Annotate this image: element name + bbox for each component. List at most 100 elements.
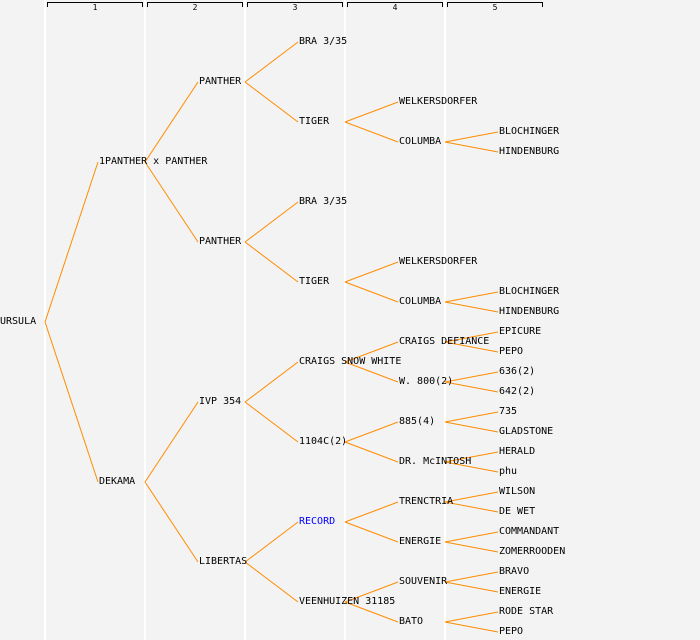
parent-link bbox=[344, 421, 399, 443]
ancestor-node[interactable]: 636(2) bbox=[499, 366, 536, 377]
ancestor-node[interactable]: BRA 3/35 bbox=[299, 36, 348, 47]
parent-link bbox=[244, 361, 299, 403]
ancestor-node[interactable]: HERALD bbox=[499, 446, 536, 457]
parent-link bbox=[444, 451, 499, 463]
column-divider bbox=[144, 0, 146, 640]
parent-link bbox=[344, 101, 399, 123]
ancestor-node[interactable]: 642(2) bbox=[499, 386, 536, 397]
parent-link bbox=[244, 201, 299, 243]
generation-bracket bbox=[47, 2, 143, 7]
parent-link bbox=[44, 321, 99, 483]
generation-header: 5 bbox=[492, 3, 498, 12]
generation-bracket bbox=[247, 2, 343, 7]
ancestor-node[interactable]: WILSON bbox=[499, 486, 536, 497]
parent-link bbox=[244, 401, 299, 443]
parent-link bbox=[344, 121, 399, 143]
column-divider bbox=[244, 0, 246, 640]
ancestor-node[interactable]: BLOCHINGER bbox=[499, 126, 560, 137]
generation-header: 2 bbox=[192, 3, 198, 12]
parent-link bbox=[344, 261, 399, 283]
ancestor-node[interactable]: BATO bbox=[399, 616, 424, 627]
ancestor-node[interactable]: ENERGIE bbox=[499, 586, 542, 597]
parent-link bbox=[444, 411, 499, 423]
ancestor-node[interactable]: DEKAMA bbox=[99, 476, 136, 487]
ancestor-node[interactable]: COMMANDANT bbox=[499, 526, 560, 537]
ancestor-node[interactable]: BLOCHINGER bbox=[499, 286, 560, 297]
ancestor-node[interactable]: 1PANTHER x PANTHER bbox=[99, 156, 208, 167]
parent-link bbox=[244, 41, 299, 83]
ancestor-node[interactable]: PANTHER bbox=[199, 236, 242, 247]
ancestor-node[interactable]: TIGER bbox=[299, 116, 330, 127]
ancestor-node[interactable]: PANTHER bbox=[199, 76, 242, 87]
parent-link bbox=[144, 161, 199, 243]
parent-link bbox=[444, 491, 499, 503]
parent-link bbox=[344, 601, 399, 623]
ancestor-node[interactable]: TRENCTRIA bbox=[399, 496, 454, 507]
generation-header: 1 bbox=[92, 3, 98, 12]
ancestor-node[interactable]: phu bbox=[499, 466, 518, 477]
column-divider bbox=[44, 0, 46, 640]
column-divider bbox=[344, 0, 346, 640]
ancestor-node[interactable]: IVP 354 bbox=[199, 396, 242, 407]
ancestor-node[interactable]: COLUMBA bbox=[399, 296, 442, 307]
ancestor-node[interactable]: BRA 3/35 bbox=[299, 196, 348, 207]
parent-link bbox=[444, 291, 499, 303]
ancestor-node[interactable]: VEENHUIZEN 31185 bbox=[299, 596, 396, 607]
ancestor-node[interactable]: ENERGIE bbox=[399, 536, 442, 547]
parent-link bbox=[444, 621, 499, 633]
parent-link bbox=[444, 331, 499, 343]
parent-link bbox=[44, 161, 99, 323]
root-animal[interactable]: URSULA bbox=[0, 316, 37, 327]
parent-link bbox=[244, 81, 299, 123]
parent-link bbox=[444, 141, 499, 153]
parent-link bbox=[444, 611, 499, 623]
ancestor-node[interactable]: 885(4) bbox=[399, 416, 436, 427]
parent-link bbox=[244, 521, 299, 563]
generation-bracket bbox=[147, 2, 243, 7]
ancestor-node[interactable]: ZOMERROODEN bbox=[499, 546, 566, 557]
parent-link bbox=[444, 131, 499, 143]
ancestor-node[interactable]: PEPO bbox=[499, 626, 524, 637]
ancestor-node[interactable]: 735 bbox=[499, 406, 518, 417]
ancestor-node[interactable]: EPICURE bbox=[499, 326, 542, 337]
parent-link bbox=[444, 571, 499, 583]
ancestor-node[interactable]: COLUMBA bbox=[399, 136, 442, 147]
ancestor-node[interactable]: LIBERTAS bbox=[199, 556, 248, 567]
parent-link bbox=[144, 401, 199, 483]
ancestor-node[interactable]: SOUVENIR bbox=[399, 576, 448, 587]
ancestor-node[interactable]: RECORD bbox=[299, 516, 336, 527]
ancestor-node[interactable]: HINDENBURG bbox=[499, 146, 560, 157]
parent-link bbox=[444, 461, 499, 473]
parent-link bbox=[444, 421, 499, 433]
ancestor-node[interactable]: WELKERSDORFER bbox=[399, 256, 478, 267]
parent-link bbox=[344, 441, 399, 463]
parent-link bbox=[444, 581, 499, 593]
parent-link bbox=[244, 241, 299, 283]
generation-bracket bbox=[347, 2, 443, 7]
ancestor-node[interactable]: W. 800(2) bbox=[399, 376, 454, 387]
generation-bracket bbox=[447, 2, 543, 7]
ancestor-node[interactable]: PEPO bbox=[499, 346, 524, 357]
ancestor-node[interactable]: HINDENBURG bbox=[499, 306, 560, 317]
ancestor-node[interactable]: GLADSTONE bbox=[499, 426, 554, 437]
column-divider bbox=[444, 0, 446, 640]
ancestor-node[interactable]: TIGER bbox=[299, 276, 330, 287]
parent-link bbox=[344, 361, 399, 383]
ancestor-node[interactable]: DR. McINTOSH bbox=[399, 456, 472, 467]
parent-link bbox=[444, 541, 499, 553]
parent-link bbox=[444, 301, 499, 313]
ancestor-node[interactable]: RODE STAR bbox=[499, 606, 554, 617]
ancestor-node[interactable]: DE WET bbox=[499, 506, 536, 517]
parent-link bbox=[444, 531, 499, 543]
parent-link bbox=[444, 381, 499, 393]
parent-link bbox=[444, 341, 499, 353]
ancestor-node[interactable]: 1104C(2) bbox=[299, 436, 348, 447]
ancestor-node[interactable]: BRAVO bbox=[499, 566, 530, 577]
generation-header: 3 bbox=[292, 3, 298, 12]
ancestor-node[interactable]: WELKERSDORFER bbox=[399, 96, 478, 107]
parent-link bbox=[444, 501, 499, 513]
ancestor-node[interactable]: CRAIGS DEFIANCE bbox=[399, 336, 490, 347]
ancestor-node[interactable]: CRAIGS SNOW WHITE bbox=[299, 356, 402, 367]
parent-link bbox=[344, 581, 399, 603]
